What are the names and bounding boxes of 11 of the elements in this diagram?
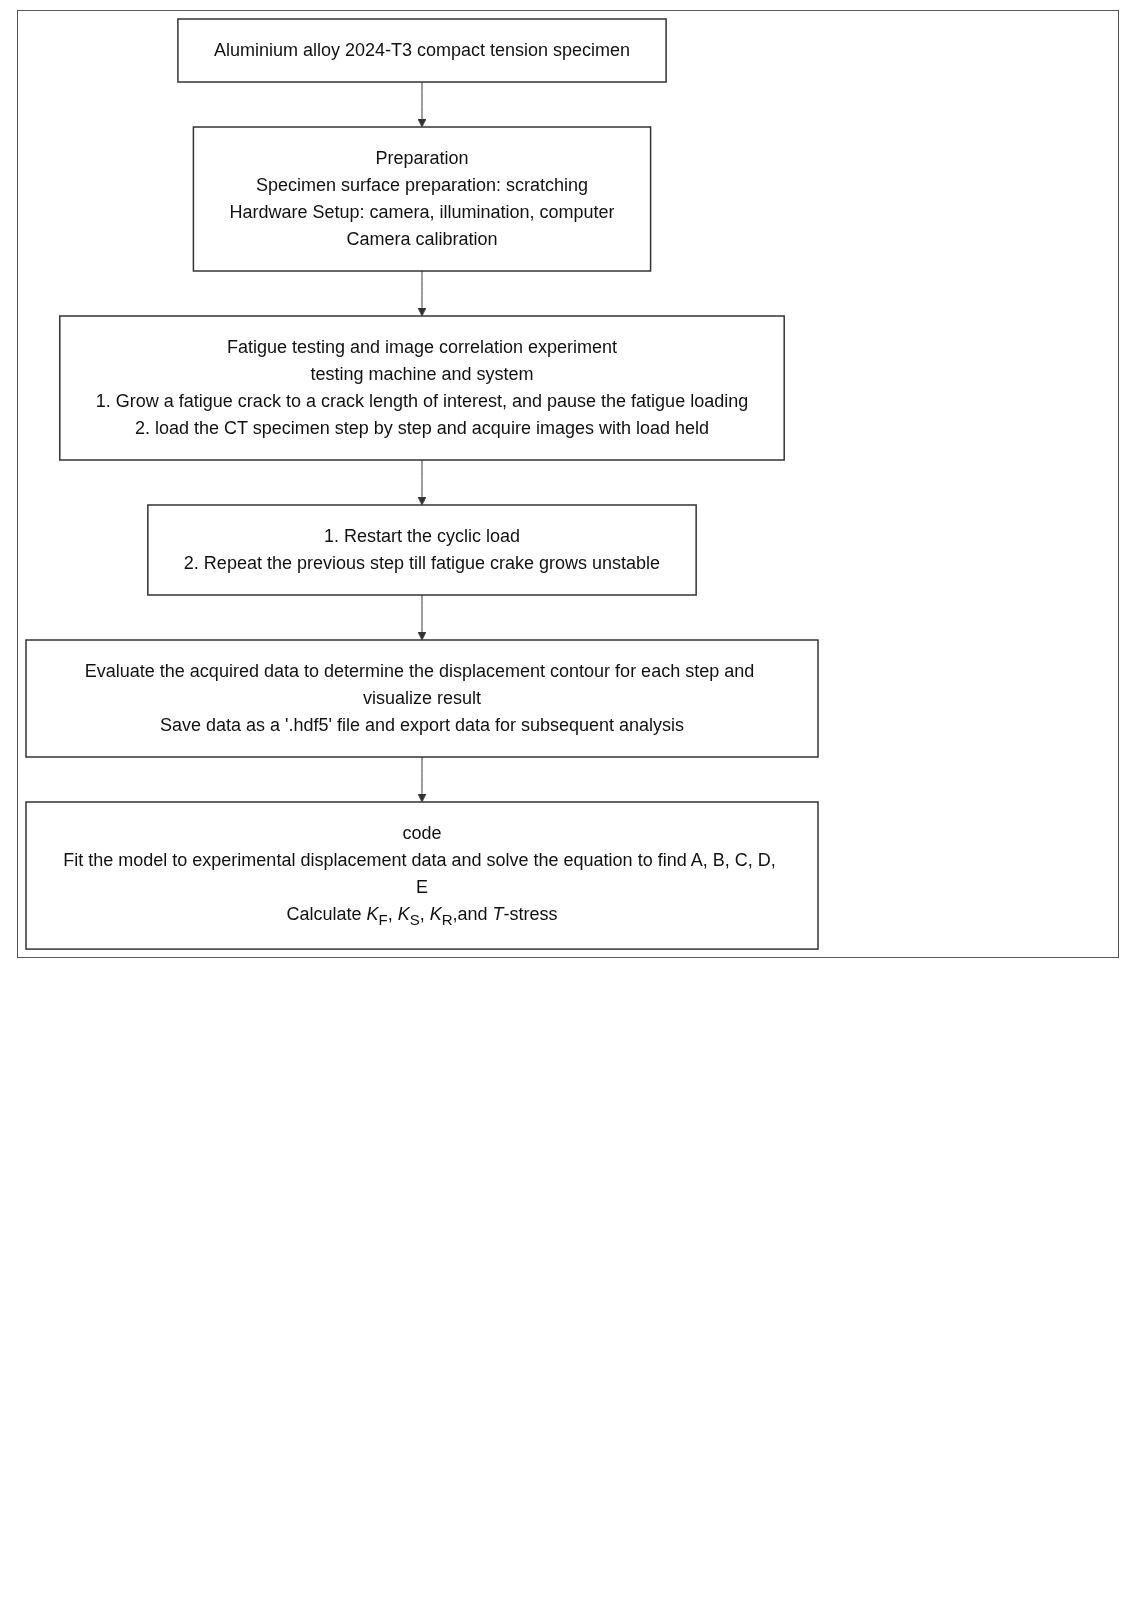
node-box: Evaluate the acquired data to determine the displacement contour for each step and visualize result Save data as a '.hdf5' file and export data for subsequent analysis bbox=[24, 639, 819, 758]
arrow bbox=[417, 459, 426, 506]
node-box: Fatigue testing and image correlation experiment testing machine and system 1. Grow a fatigue crack to a crack length of interest, and pause the fatigue loading 2. load the CT specimen step by step and acquire images with load held bbox=[58, 315, 785, 461]
arrow bbox=[417, 270, 426, 317]
arrow bbox=[417, 594, 426, 641]
arrow bbox=[417, 81, 426, 128]
node-box: 1. Restart the cyclic load 2. Repeat the previous step till fatigue crake grows unstable bbox=[146, 504, 697, 596]
arrow bbox=[417, 756, 426, 803]
node-box: Aluminium alloy 2024-T3 compact tension specimen bbox=[176, 18, 667, 83]
node-box: code Fit the model to experimental displacement data and solve the equation to find A, B, C, D, E Calculate K$_{F}$, K$_{S}$, K$_{R}$,and T-stress bbox=[24, 801, 819, 950]
node-box: Preparation Specimen surface preparation: scratching Hardware Setup: camera, illumination, computer Camera calibration bbox=[192, 126, 651, 272]
